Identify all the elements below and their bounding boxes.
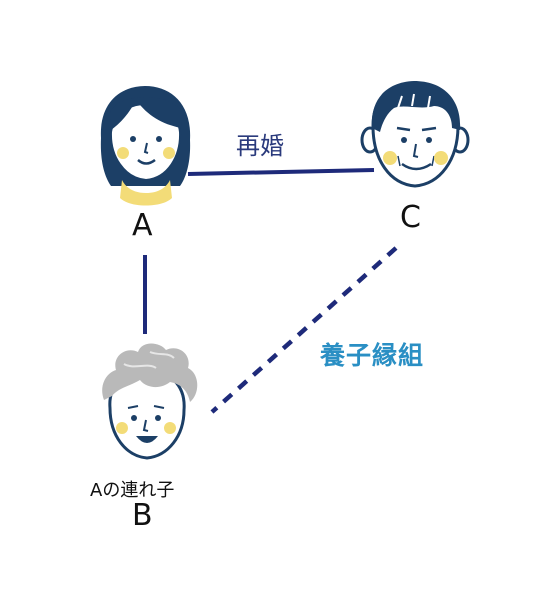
node-b-label: B bbox=[132, 498, 153, 533]
node-b-caption: Aの連れ子 bbox=[90, 480, 175, 501]
adoption-label: 養子縁組 bbox=[320, 341, 425, 370]
node-c-label: C bbox=[400, 200, 421, 235]
person-a-icon bbox=[100, 86, 191, 206]
person-c-icon bbox=[360, 81, 470, 188]
person-b-icon bbox=[102, 343, 198, 460]
adoption-dashed-line bbox=[210, 246, 398, 414]
remarriage-label: 再婚 bbox=[236, 132, 284, 160]
node-a-label: A bbox=[132, 208, 153, 243]
remarriage-line bbox=[187, 168, 375, 176]
